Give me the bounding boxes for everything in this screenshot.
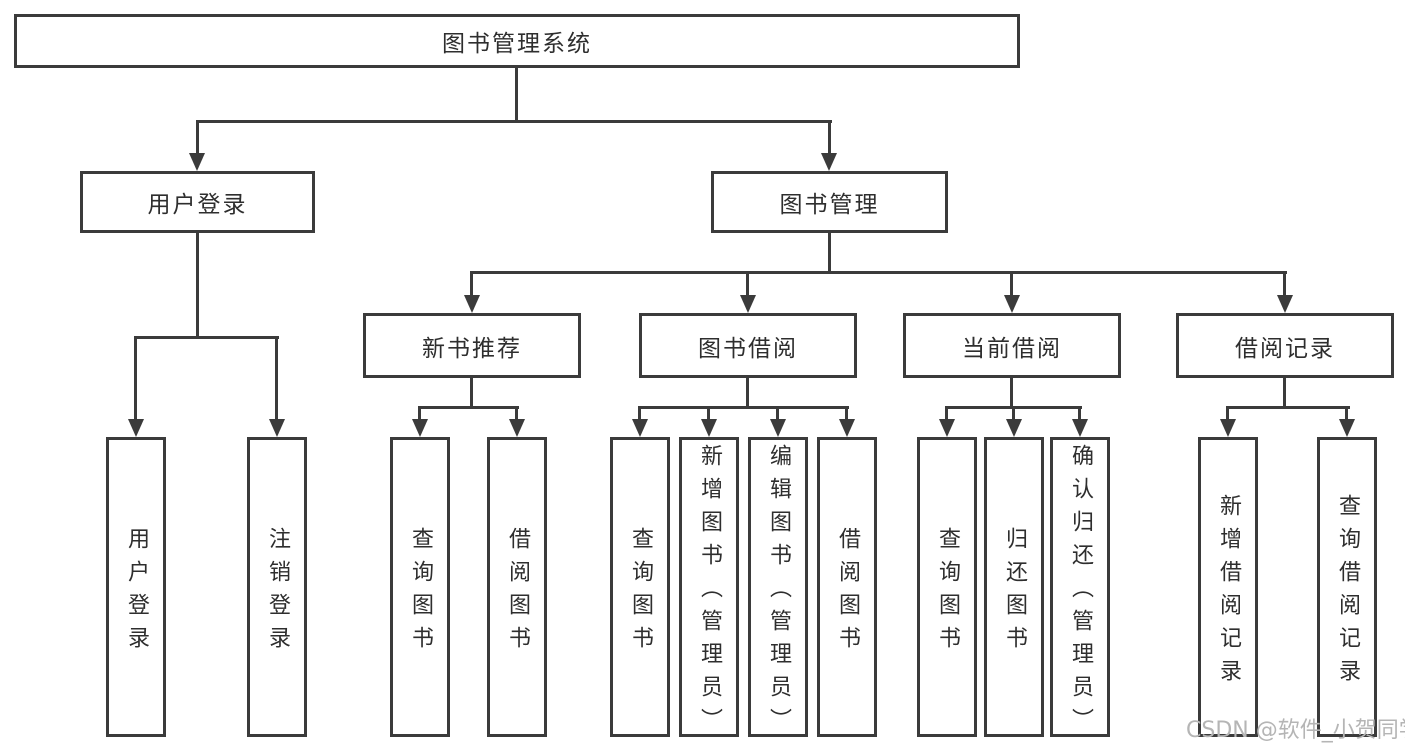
node-book-management-label: 图书管理 bbox=[779, 192, 880, 218]
connector-book-management-rail bbox=[470, 271, 1287, 274]
connector-drop-borrow-records bbox=[1283, 271, 1286, 297]
connector-drop-book-management bbox=[828, 120, 831, 155]
connector-root-rail bbox=[196, 120, 832, 123]
arrowhead-borrow-book-recommend bbox=[509, 419, 525, 437]
leaf-query-book-current-label: 查询图书 bbox=[935, 526, 960, 659]
connector-borrow-records-rail bbox=[1226, 406, 1350, 409]
arrowhead-confirm-return-admin bbox=[1072, 419, 1088, 437]
connector-new-book-recommend-rail bbox=[418, 406, 519, 409]
connector-current-borrow-stem bbox=[1010, 378, 1013, 407]
arrowhead-query-book-recommend bbox=[412, 419, 428, 437]
leaf-user-login: 用户登录 bbox=[106, 437, 166, 737]
connector-drop-confirm-return-admin bbox=[1078, 406, 1081, 421]
node-borrow-records-label: 借阅记录 bbox=[1235, 335, 1335, 362]
arrowhead-query-book-borrow bbox=[632, 419, 648, 437]
leaf-query-book-recommend: 查询图书 bbox=[390, 437, 450, 737]
connector-book-borrow-stem bbox=[746, 378, 749, 407]
connector-drop-query-book-recommend bbox=[418, 406, 421, 421]
connector-drop-borrow-book bbox=[845, 406, 848, 421]
connector-book-borrow-rail bbox=[638, 406, 849, 409]
node-new-book-recommend: 新书推荐 bbox=[363, 313, 581, 378]
connector-drop-leaf-logout bbox=[275, 336, 278, 420]
connector-drop-current-borrow bbox=[1010, 271, 1013, 297]
arrowhead-borrow-book bbox=[839, 419, 855, 437]
connector-drop-new-book-recommend bbox=[470, 271, 473, 297]
leaf-add-borrow-record-label: 新增借阅记录 bbox=[1216, 493, 1241, 692]
leaf-borrow-book: 借阅图书 bbox=[817, 437, 877, 737]
leaf-query-book-recommend-label: 查询图书 bbox=[408, 526, 433, 659]
node-book-management: 图书管理 bbox=[711, 171, 948, 233]
leaf-query-book-borrow: 查询图书 bbox=[610, 437, 670, 737]
connector-user-login-rail bbox=[134, 336, 279, 339]
leaf-add-book-admin-label: 新增图书（管理员） bbox=[697, 444, 722, 741]
connector-drop-query-book-borrow bbox=[638, 406, 641, 421]
node-user-login-label: 用户登录 bbox=[147, 192, 248, 218]
leaf-return-book: 归还图书 bbox=[984, 437, 1044, 737]
node-root: 图书管理系统 bbox=[14, 14, 1020, 68]
arrowhead-new-book-recommend bbox=[464, 295, 480, 313]
arrowhead-query-borrow-record bbox=[1339, 419, 1355, 437]
connector-user-login-stem bbox=[196, 233, 199, 336]
arrowhead-current-borrow bbox=[1004, 295, 1020, 313]
arrowhead-edit-book-admin bbox=[770, 419, 786, 437]
leaf-confirm-return-admin: 确认归还（管理员） bbox=[1050, 437, 1110, 741]
connector-root-stem bbox=[515, 68, 518, 120]
leaf-query-borrow-record: 查询借阅记录 bbox=[1317, 437, 1377, 737]
connector-drop-edit-book-admin bbox=[776, 406, 779, 421]
connector-drop-user-login bbox=[196, 120, 199, 155]
connector-drop-add-book-admin bbox=[707, 406, 710, 421]
node-new-book-recommend-label: 新书推荐 bbox=[422, 335, 522, 362]
leaf-query-book-borrow-label: 查询图书 bbox=[628, 526, 653, 659]
arrowhead-leaf-logout bbox=[269, 419, 285, 437]
leaf-borrow-book-recommend-label: 借阅图书 bbox=[505, 526, 530, 659]
node-book-borrow: 图书借阅 bbox=[639, 313, 857, 378]
leaf-confirm-return-admin-label: 确认归还（管理员） bbox=[1068, 444, 1093, 741]
connector-drop-add-borrow-record bbox=[1226, 406, 1229, 421]
leaf-edit-book-admin-label: 编辑图书（管理员） bbox=[766, 444, 791, 741]
connector-borrow-records-stem bbox=[1283, 378, 1286, 407]
leaf-query-book-current: 查询图书 bbox=[917, 437, 977, 737]
leaf-add-book-admin: 新增图书（管理员） bbox=[679, 437, 739, 741]
arrowhead-query-book-current bbox=[939, 419, 955, 437]
node-root-label: 图书管理系统 bbox=[442, 31, 592, 57]
leaf-logout: 注销登录 bbox=[247, 437, 307, 737]
leaf-user-login-label: 用户登录 bbox=[124, 526, 149, 659]
arrowhead-add-borrow-record bbox=[1220, 419, 1236, 437]
connector-drop-leaf-user-login bbox=[134, 336, 137, 420]
csdn-watermark: CSDN @软件_小贺同学 bbox=[1186, 718, 1405, 743]
connector-drop-borrow-book-recommend bbox=[515, 406, 518, 421]
node-borrow-records: 借阅记录 bbox=[1176, 313, 1394, 378]
arrowhead-borrow-records bbox=[1277, 295, 1293, 313]
arrowhead-book-borrow bbox=[740, 295, 756, 313]
leaf-borrow-book-recommend: 借阅图书 bbox=[487, 437, 547, 737]
node-user-login: 用户登录 bbox=[80, 171, 315, 233]
arrowhead-book-management bbox=[821, 153, 837, 171]
arrowhead-return-book bbox=[1006, 419, 1022, 437]
leaf-query-borrow-record-label: 查询借阅记录 bbox=[1335, 493, 1360, 692]
connector-drop-query-borrow-record bbox=[1345, 406, 1348, 421]
leaf-borrow-book-label: 借阅图书 bbox=[835, 526, 860, 659]
connector-drop-book-borrow bbox=[746, 271, 749, 297]
connector-book-management-stem bbox=[828, 233, 831, 271]
connector-drop-return-book bbox=[1012, 406, 1015, 421]
connector-drop-query-book-current bbox=[945, 406, 948, 421]
node-book-borrow-label: 图书借阅 bbox=[698, 335, 798, 362]
arrowhead-leaf-user-login bbox=[128, 419, 144, 437]
connector-new-book-recommend-stem bbox=[470, 378, 473, 407]
node-current-borrow: 当前借阅 bbox=[903, 313, 1121, 378]
leaf-add-borrow-record: 新增借阅记录 bbox=[1198, 437, 1258, 737]
node-current-borrow-label: 当前借阅 bbox=[962, 335, 1062, 362]
arrowhead-add-book-admin bbox=[701, 419, 717, 437]
arrowhead-user-login bbox=[189, 153, 205, 171]
leaf-logout-label: 注销登录 bbox=[265, 526, 290, 659]
leaf-edit-book-admin: 编辑图书（管理员） bbox=[748, 437, 808, 741]
leaf-return-book-label: 归还图书 bbox=[1002, 526, 1027, 659]
